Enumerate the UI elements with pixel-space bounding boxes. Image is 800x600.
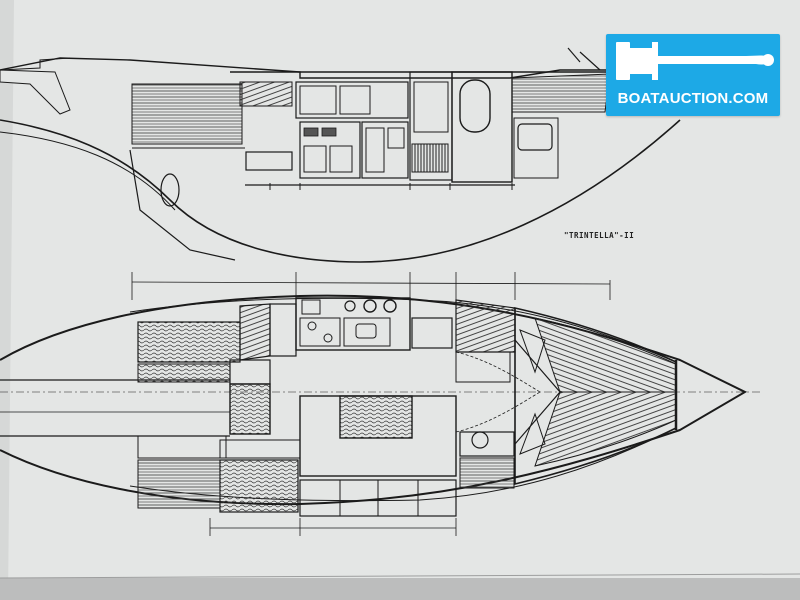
gavel-icon: [616, 42, 774, 80]
plan-view: [0, 272, 760, 536]
brand-text: BOATAUCTION.COM: [617, 90, 769, 107]
side-elevation-view: [0, 47, 691, 263]
brand-watermark: BOATAUCTION.COM: [606, 34, 780, 116]
table-edge: [0, 578, 800, 600]
paper-shadow-left: [0, 0, 14, 600]
drawing-name-label: "TRINTELLA"-II: [564, 231, 635, 240]
